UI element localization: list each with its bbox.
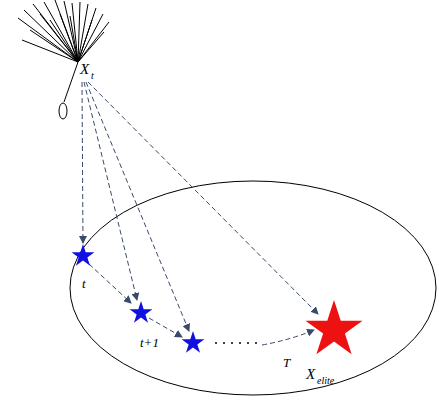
state-symbol: X xyxy=(80,62,89,77)
elite-symbol: X xyxy=(306,367,315,382)
step-label: T xyxy=(283,356,290,369)
dashed-arrows xyxy=(82,82,318,345)
search-space xyxy=(70,181,436,395)
step-label: t+1 xyxy=(140,336,159,349)
blue-stars xyxy=(72,244,205,353)
trail-dots xyxy=(215,342,257,344)
dandelion-seed xyxy=(18,0,109,119)
step-label: t xyxy=(82,277,86,290)
elite-star xyxy=(305,300,362,354)
elite-subscript: elite xyxy=(317,376,334,386)
state-subscript: t xyxy=(91,71,94,81)
